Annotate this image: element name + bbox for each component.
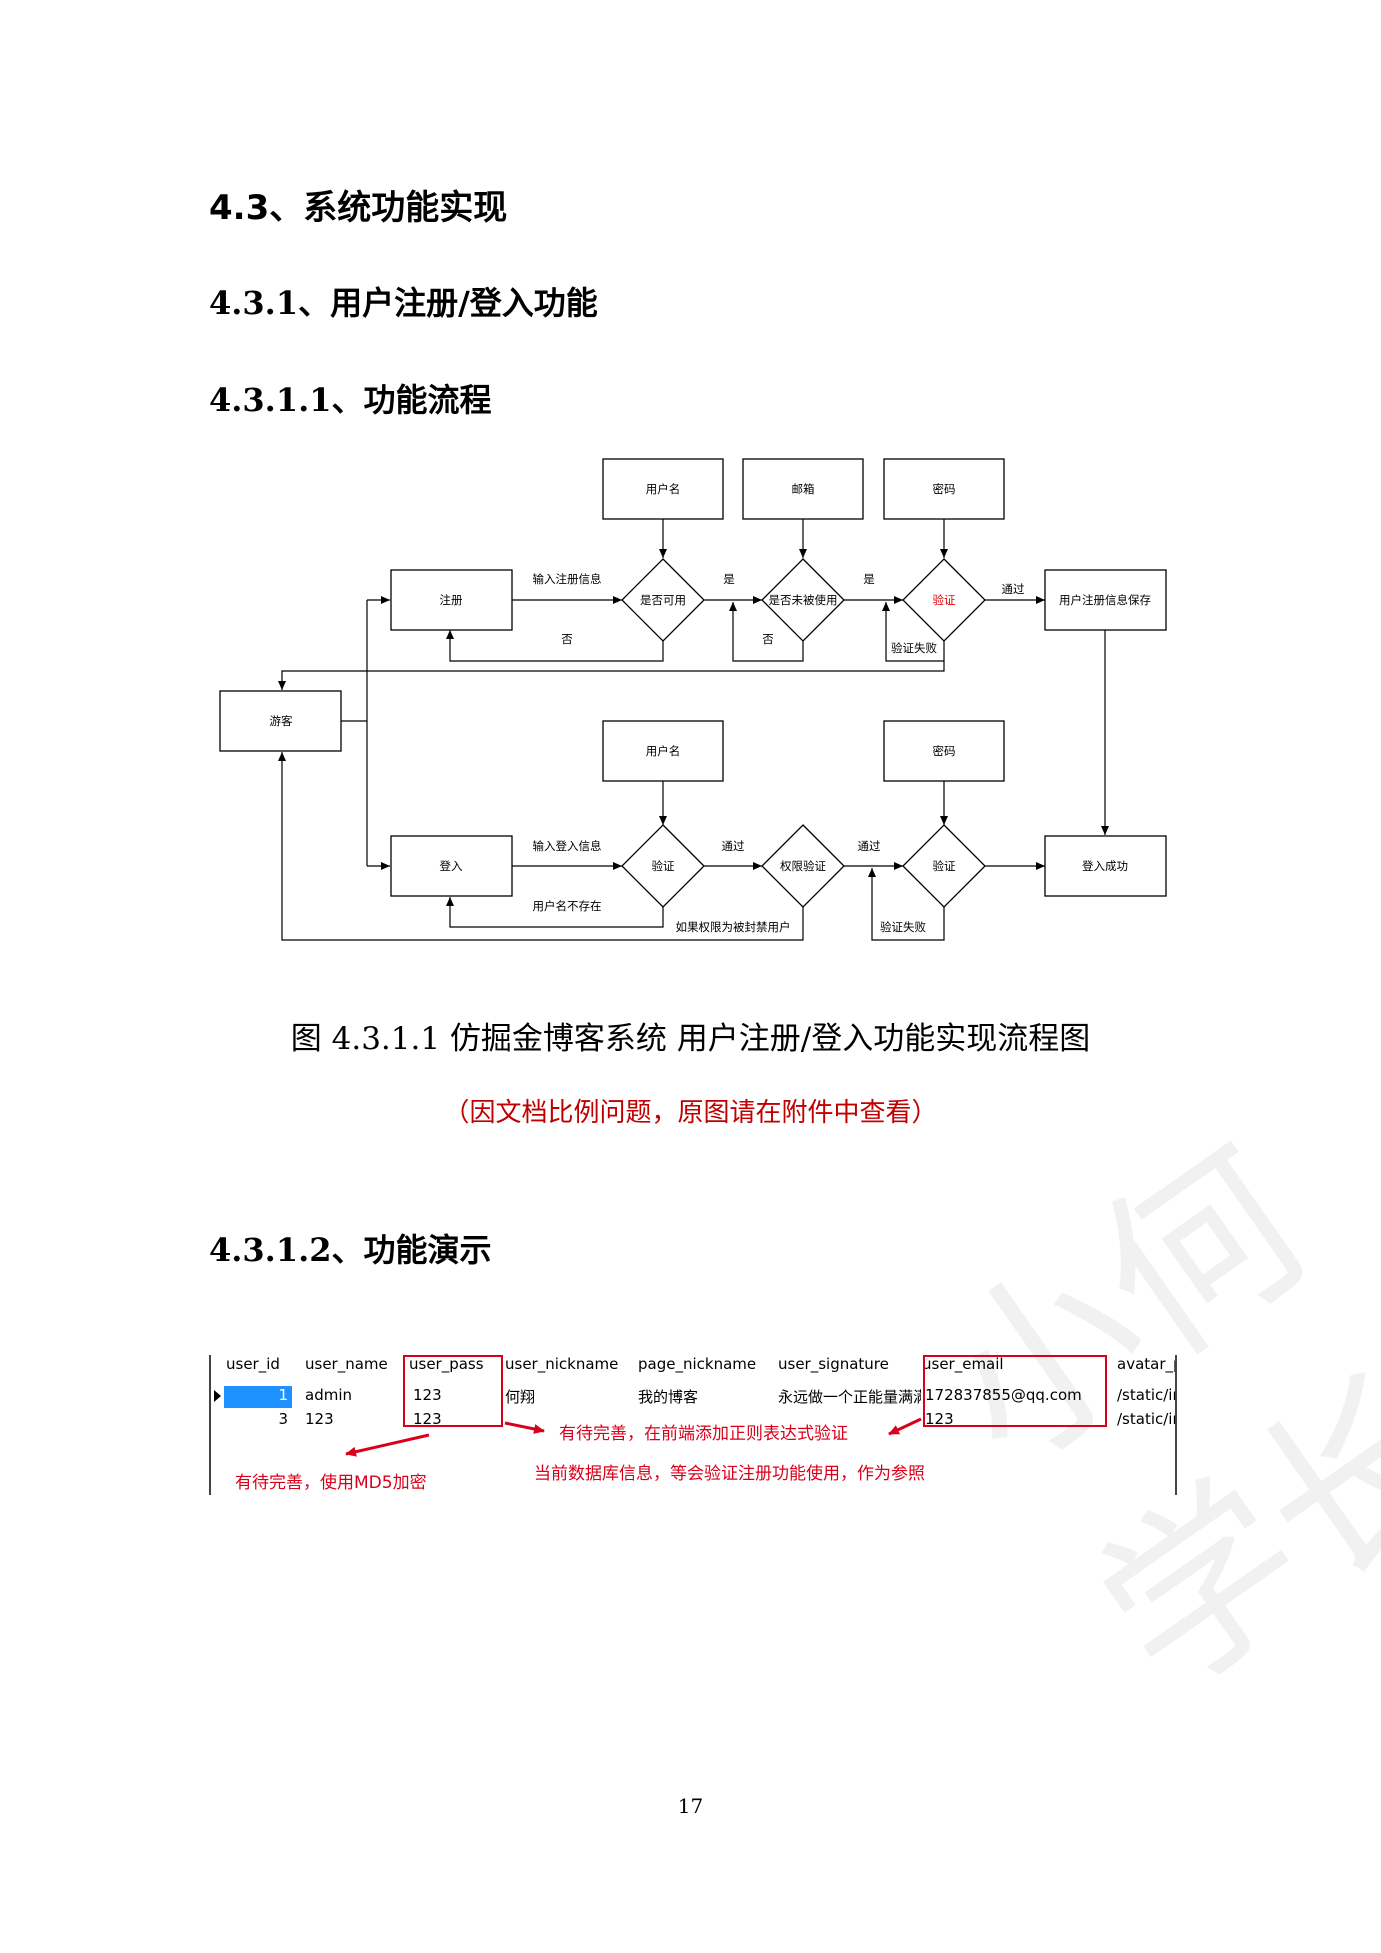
edge-label-yes-2: 是 (863, 572, 875, 586)
edge-label-pass-3: 通过 (858, 839, 881, 853)
cell-user-pass[interactable]: 123 (413, 1410, 442, 1428)
cell-user-signature[interactable]: 永远做一个正能量满满 (778, 1388, 921, 1406)
edge-label-yes-1: 是 (723, 572, 735, 586)
edge-label-verify-fail-bottom: 验证失败 (880, 920, 926, 934)
node-verify-bottom: 验证 (902, 824, 986, 908)
node-guest-label: 游客 (270, 714, 293, 728)
node-verify-login-label: 验证 (652, 859, 675, 873)
node-verify-top: 验证 (902, 558, 986, 642)
node-check-unused-label: 是否未被使用 (769, 593, 838, 607)
flow-connectors (278, 519, 1109, 941)
node-password-bottom-label: 密码 (933, 744, 956, 758)
column-header-page-nickname: page_nickname (638, 1355, 757, 1373)
node-username-top-label: 用户名 (646, 482, 681, 496)
edge-label-no-1: 否 (561, 632, 573, 646)
figure-caption: 图 4.3.1.1 仿掘金博客系统 用户注册/登入功能实现流程图 (290, 1021, 1091, 1057)
arrow-email-to-regex-note (888, 1417, 922, 1436)
table-row[interactable]: 1 admin 123 何翔 我的博客 永远做一个正能量满满 172837855… (209, 1386, 1177, 1409)
node-verify-login: 验证 (621, 824, 705, 908)
subsubsection-heading-demo: 4.3.1.2、功能演示 (209, 1231, 492, 1269)
section-heading: 4.3、系统功能实现 (209, 188, 508, 228)
cell-user-email[interactable]: 123 (925, 1410, 954, 1428)
node-save-registration-label: 用户注册信息保存 (1059, 593, 1151, 607)
edge-label-pass-2: 通过 (722, 839, 745, 853)
column-header-user-nickname: user_nickname (505, 1355, 619, 1373)
edge-label-user-not-exist: 用户名不存在 (533, 899, 602, 913)
node-check-unused: 是否未被使用 (761, 558, 845, 642)
node-check-available-label: 是否可用 (640, 593, 686, 607)
node-register: 注册 (390, 569, 513, 631)
table-right-border (1175, 1355, 1177, 1495)
annotation-regex: 有待完善，在前端添加正则表达式验证 (559, 1424, 848, 1444)
cell-page-nickname[interactable]: 我的博客 (638, 1388, 699, 1406)
column-header-user-name: user_name (305, 1355, 388, 1373)
node-permission-verify: 权限验证 (761, 824, 845, 908)
column-header-user-email: user_email (922, 1355, 1004, 1373)
node-username-top: 用户名 (602, 458, 724, 520)
flowchart: 用户名 邮箱 密码 注册 是否可用 是否未被使用 验证 用户注册信息保存 游客 … (219, 458, 1167, 941)
subsubsection-heading-process: 4.3.1.1、功能流程 (209, 381, 492, 419)
node-password-top-label: 密码 (933, 482, 956, 496)
database-table-screenshot: user_id user_name user_pass user_nicknam… (209, 1355, 1177, 1495)
column-header-avatar: avatar_p (1117, 1355, 1175, 1373)
node-username-bottom: 用户名 (602, 720, 724, 782)
column-header-user-id: user_id (226, 1355, 280, 1373)
node-verify-bottom-label: 验证 (933, 859, 956, 873)
edge-label-input-register: 输入注册信息 (533, 572, 602, 586)
node-verify-top-label: 验证 (933, 593, 956, 607)
arrow-to-md5-note (345, 1433, 430, 1457)
node-login-success: 登入成功 (1044, 835, 1167, 897)
node-save-registration: 用户注册信息保存 (1044, 569, 1167, 631)
row-selected-indicator-icon (214, 1390, 221, 1402)
table-left-border (209, 1355, 211, 1495)
edge-label-input-login: 输入登入信息 (533, 839, 602, 853)
node-check-available: 是否可用 (621, 558, 705, 642)
annotation-arrows (345, 1417, 922, 1457)
highlight-box-user-email (923, 1355, 1107, 1427)
node-password-bottom: 密码 (883, 720, 1005, 782)
node-login-label: 登入 (440, 859, 463, 873)
column-header-user-signature: user_signature (778, 1355, 889, 1373)
cell-user-id[interactable]: 3 (278, 1410, 288, 1428)
edge-label-pass-1: 通过 (1002, 582, 1025, 596)
cell-user-pass[interactable]: 123 (413, 1386, 442, 1404)
annotation-reference: 当前数据库信息，等会验证注册功能使用，作为参照 (534, 1464, 925, 1484)
node-login-success-label: 登入成功 (1082, 859, 1128, 873)
annotation-md5: 有待完善，使用MD5加密 (235, 1473, 427, 1493)
figure-note: （因文档比例问题，原图请在附件中查看） (443, 1098, 938, 1128)
cell-user-email[interactable]: 172837855@qq.com (925, 1386, 1082, 1404)
page-number: 17 (677, 1794, 704, 1818)
node-email: 邮箱 (742, 458, 864, 520)
edge-label-verify-fail-top: 验证失败 (891, 641, 937, 655)
cell-user-name[interactable]: 123 (305, 1410, 334, 1428)
node-email-label: 邮箱 (792, 482, 815, 496)
edge-label-no-2: 否 (762, 632, 774, 646)
node-password-top: 密码 (883, 458, 1005, 520)
node-register-label: 注册 (440, 593, 463, 607)
node-login: 登入 (390, 835, 513, 897)
cell-user-nickname[interactable]: 何翔 (505, 1388, 536, 1406)
subsection-heading: 4.3.1、用户注册/登入功能 (209, 284, 598, 322)
node-username-bottom-label: 用户名 (646, 744, 681, 758)
highlight-box-user-pass (403, 1355, 503, 1427)
cell-avatar[interactable]: /static/ir (1117, 1386, 1175, 1404)
edge-label-banned-user: 如果权限为被封禁用户 (676, 920, 791, 934)
table-row[interactable]: 3 123 123 123 /static/ir (209, 1410, 1177, 1433)
arrow-pass-to-regex-note (504, 1421, 545, 1434)
node-permission-verify-label: 权限验证 (780, 859, 826, 873)
cell-avatar[interactable]: /static/ir (1117, 1410, 1175, 1428)
cell-user-name[interactable]: admin (305, 1386, 352, 1404)
cell-user-id[interactable]: 1 (224, 1386, 292, 1408)
column-header-user-pass: user_pass (409, 1355, 484, 1373)
node-guest: 游客 (219, 690, 342, 752)
